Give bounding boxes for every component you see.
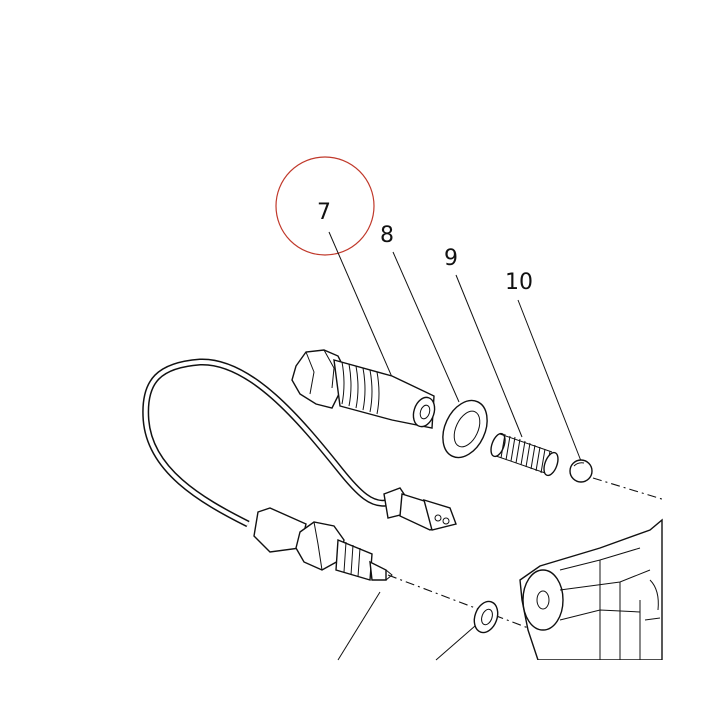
part-7-threads — [341, 361, 380, 415]
callout-9-label[interactable]: 9 — [444, 246, 458, 271]
leader-line-7 — [328, 231, 396, 385]
washer-leader-line — [435, 625, 476, 661]
callout-10-label[interactable]: 10 — [505, 270, 533, 295]
engine-housing-bracket — [519, 518, 670, 720]
assembly-axis-upper — [592, 477, 666, 501]
sensor-cable — [142, 358, 387, 528]
temperature-sensor[interactable] — [253, 507, 393, 581]
leader-line-10 — [517, 299, 582, 462]
cable-connector[interactable] — [383, 487, 457, 531]
sensor-leader-line — [337, 591, 381, 661]
part-9-spring[interactable] — [488, 432, 560, 478]
leader-line-8 — [392, 251, 460, 403]
sealing-washer[interactable] — [470, 598, 502, 636]
leader-line-9 — [455, 274, 523, 438]
callout-8-label[interactable]: 8 — [380, 223, 394, 248]
part-8-washer[interactable] — [434, 393, 496, 464]
part-10-ball[interactable] — [569, 459, 593, 483]
callout-7-label[interactable]: 7 — [317, 200, 331, 225]
leader-lines — [328, 231, 582, 462]
callout-7-highlight-circle — [275, 156, 375, 256]
part-7-valve-body[interactable] — [291, 349, 438, 429]
